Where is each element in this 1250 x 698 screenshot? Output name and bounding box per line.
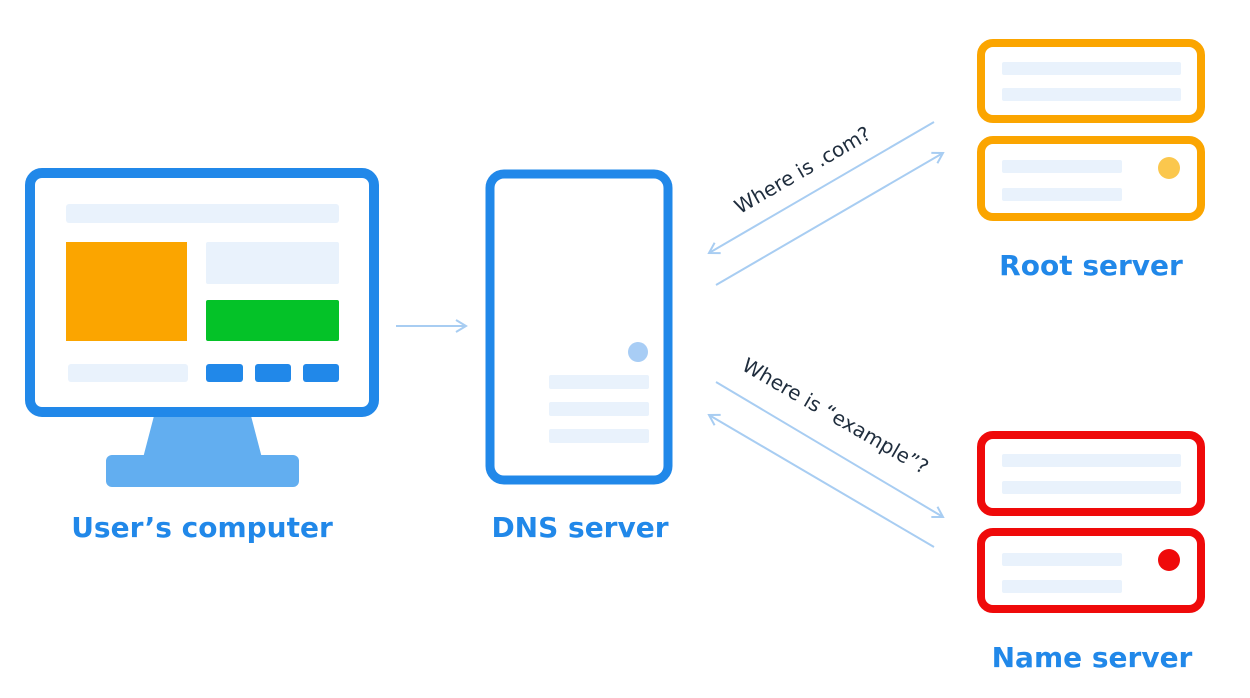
query-name-label: Where is “example”? <box>738 353 933 479</box>
root-top-slot-1 <box>1002 62 1181 75</box>
root-top-slot-2 <box>1002 88 1181 101</box>
dns-server-indicator <box>628 342 648 362</box>
monitor-stand <box>143 412 262 458</box>
root-server-label: Root server <box>999 249 1183 282</box>
user-computer-label: User’s computer <box>71 511 333 544</box>
monitor-base <box>106 455 299 487</box>
name-bottom-slot-1 <box>1002 553 1122 566</box>
dns-server-slot-3 <box>549 429 649 443</box>
screen-footer-bar <box>68 364 188 382</box>
screen-small-button-1 <box>206 364 243 382</box>
server-tower-icon <box>485 169 673 485</box>
name-bottom-slot-2 <box>1002 580 1122 593</box>
screen-orange-block <box>66 242 187 341</box>
monitor-screen <box>25 168 379 417</box>
arrow-name-to-dns <box>707 413 935 548</box>
arrow-dns-to-name <box>715 381 945 519</box>
screen-green-button <box>206 300 339 341</box>
dns-server-label: DNS server <box>491 511 668 544</box>
server-rack-icon <box>977 431 1205 613</box>
monitor-icon <box>25 168 379 487</box>
name-server-node: Name server <box>977 431 1205 674</box>
screen-light-block <box>206 242 339 284</box>
user-computer-node: User’s computer <box>25 168 379 544</box>
name-top-slot-2 <box>1002 481 1181 494</box>
name-top-slot-1 <box>1002 454 1181 467</box>
root-bottom-slot-2 <box>1002 188 1122 201</box>
screen-header-bar <box>66 204 339 223</box>
root-server-node: Root server <box>977 39 1205 282</box>
screen-small-button-3 <box>303 364 339 382</box>
name-server-indicator <box>1158 549 1180 571</box>
name-server-unit-top <box>977 431 1205 516</box>
server-rack-icon <box>977 39 1205 221</box>
dns-server-slot-1 <box>549 375 649 389</box>
screen-small-button-2 <box>255 364 291 382</box>
dns-server-slot-2 <box>549 402 649 416</box>
root-server-unit-top <box>977 39 1205 123</box>
arrow-dns-to-root <box>715 151 945 286</box>
arrow-root-to-dns <box>707 121 935 255</box>
dns-server-node: DNS server <box>485 169 673 544</box>
name-server-label: Name server <box>992 641 1193 674</box>
root-server-indicator <box>1158 157 1180 179</box>
root-bottom-slot-1 <box>1002 160 1122 173</box>
